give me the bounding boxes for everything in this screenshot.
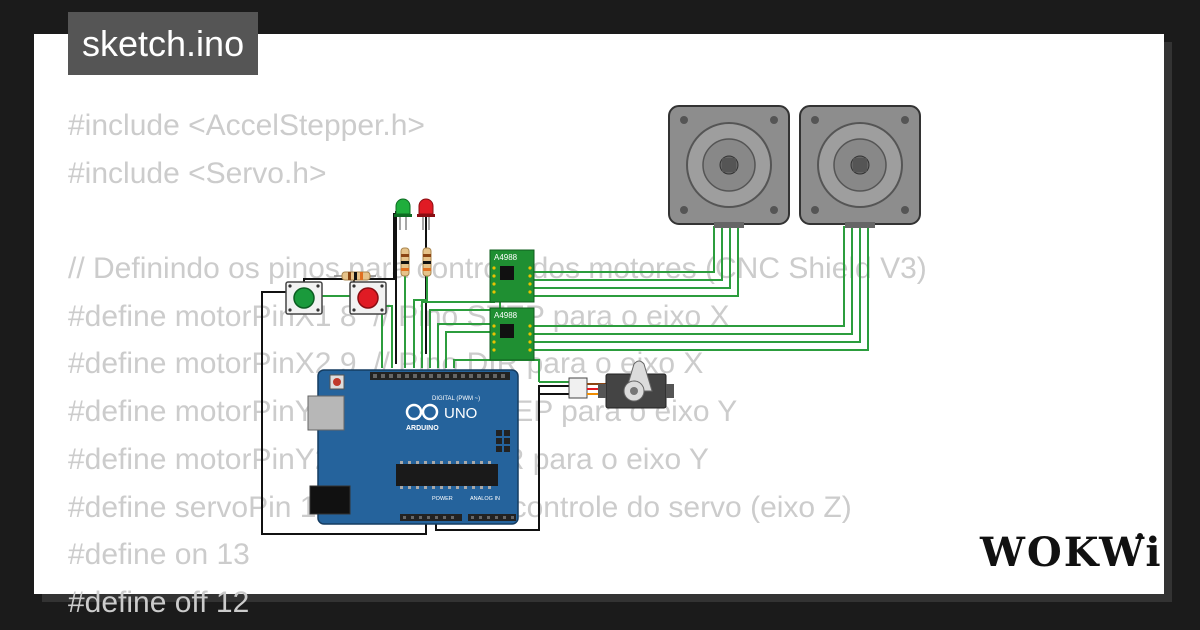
wire-motor1-d	[534, 226, 739, 297]
wokwi-logo-text: WOKWi	[979, 529, 1163, 576]
power-label: POWER	[432, 496, 453, 502]
wokwi-logo: WOKWi	[979, 529, 1161, 576]
uno-label: UNO	[444, 405, 477, 422]
wire-motor2-d	[534, 226, 869, 351]
code-line: #define off 12	[68, 585, 250, 619]
analog-label: ANALOG IN	[470, 496, 500, 502]
file-title-tab: sketch.ino	[68, 12, 259, 75]
arduino-label: ARDUINO	[406, 425, 439, 432]
resistor-1[interactable]	[400, 247, 410, 277]
wire-motor2-c	[534, 226, 861, 343]
code-line: #include <Servo.h>	[68, 156, 327, 190]
code-preview: #include <AccelStepper.h> #include <Servo…	[68, 102, 927, 627]
servo-motor[interactable]	[568, 360, 674, 409]
circuit-diagram: A4988 A4988	[261, 105, 921, 535]
wire-green-led2	[413, 274, 428, 368]
wire-motor1-a	[534, 226, 715, 273]
power-jack	[309, 485, 351, 515]
wire-motor2-b	[534, 226, 853, 335]
stepper-driver-2[interactable]: A4988	[489, 307, 535, 361]
wire-motor1-b	[534, 226, 723, 281]
stepper-motor-2[interactable]	[799, 105, 921, 228]
digital-label: DIGITAL (PWM ~)	[432, 396, 480, 402]
pushbutton-red[interactable]	[349, 281, 387, 315]
led-green[interactable]	[394, 198, 412, 230]
wire-motor1-c	[534, 226, 731, 289]
pushbutton-green[interactable]	[285, 281, 323, 315]
resistor-3[interactable]	[334, 271, 376, 281]
driver1-label: A4988	[494, 253, 518, 262]
resistor-2[interactable]	[422, 247, 432, 277]
code-line: #include <AccelStepper.h>	[68, 109, 425, 142]
code-line: #define motorPinY2 11 // Pino DIR para o…	[68, 442, 709, 476]
arduino-uno[interactable]: DIGITAL (PWM ~) UNO ARDUINO	[307, 369, 519, 525]
stepper-driver-1[interactable]: A4988	[489, 249, 535, 303]
preview-card: #include <AccelStepper.h> #include <Servo…	[34, 34, 1164, 619]
driver2-label: A4988	[494, 311, 518, 320]
atmega-chip	[396, 464, 498, 486]
wire-green-drv1a	[421, 272, 495, 368]
usb-port	[307, 395, 345, 431]
arduino-logo-icon	[405, 403, 439, 421]
code-line: #define on 13	[68, 538, 250, 572]
led-red[interactable]	[417, 198, 435, 230]
wire-motor2-a	[534, 226, 845, 327]
stepper-motor-1[interactable]	[668, 105, 790, 228]
